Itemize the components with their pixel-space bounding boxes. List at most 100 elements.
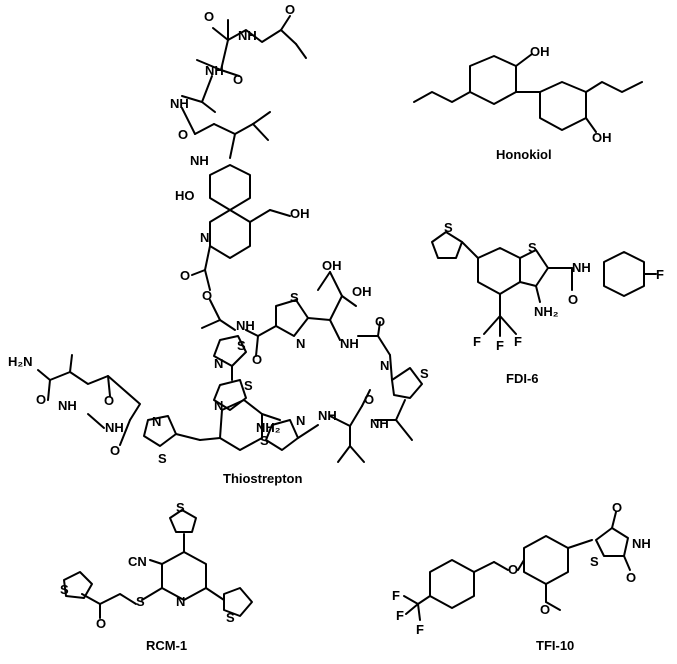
atom-label: N — [214, 398, 223, 413]
ring — [603, 251, 645, 297]
atom-label: OH — [290, 206, 310, 221]
atom-label: F — [656, 267, 664, 282]
ring — [213, 379, 247, 411]
bond — [175, 433, 201, 441]
atom-label: O — [540, 602, 550, 617]
bond — [389, 354, 393, 381]
ring — [209, 209, 251, 259]
bond — [377, 321, 381, 337]
bond — [201, 75, 213, 103]
bond — [269, 209, 291, 217]
atom-label: N — [152, 414, 161, 429]
bond — [611, 511, 617, 529]
bond — [220, 69, 240, 77]
bond — [252, 111, 271, 125]
atom-label: N — [176, 594, 185, 609]
bond — [252, 123, 269, 141]
atom-label: S — [420, 366, 429, 381]
bond — [297, 424, 319, 439]
ring — [391, 367, 423, 399]
ring — [209, 164, 251, 211]
ring — [519, 249, 549, 287]
atom-label: O — [626, 570, 636, 585]
atom-label: F — [416, 622, 424, 637]
atom-label: S — [136, 594, 145, 609]
structure-rcm1: S CN N S O S S RCM-1 — [60, 500, 253, 653]
bond — [341, 295, 357, 307]
atom-label: S — [444, 220, 453, 235]
atom-label: NH — [632, 536, 651, 551]
structure-honokiol: OH OH Honokiol — [413, 44, 643, 162]
bond — [329, 271, 343, 297]
bond — [493, 561, 509, 571]
atom-label: NH — [340, 336, 359, 351]
atom-label: O — [104, 393, 114, 408]
atom-label: NH₂ — [534, 304, 559, 319]
atom-label: O — [508, 562, 518, 577]
bond — [141, 587, 163, 601]
atom-label: NH₂ — [256, 420, 281, 435]
bond — [403, 595, 419, 605]
bond — [337, 445, 351, 463]
bond — [196, 59, 222, 71]
bond — [81, 593, 137, 605]
atom-label: S — [60, 582, 69, 597]
structure-fdi6: S S O NH F NH₂ F F F FDI-6 — [431, 220, 664, 386]
atom-label: F — [392, 588, 400, 603]
atom-label: NH — [58, 398, 77, 413]
atom-label: O — [375, 314, 385, 329]
atom-label: N — [296, 336, 305, 351]
atom-label: N — [200, 230, 209, 245]
bond — [515, 53, 533, 67]
bond — [212, 27, 297, 45]
bond — [149, 559, 163, 565]
ring — [265, 419, 299, 451]
bond — [261, 413, 281, 421]
atom-label: N — [214, 356, 223, 371]
compound-name: TFI-10 — [536, 638, 574, 653]
atom-label: F — [496, 338, 504, 353]
atom-label: S — [244, 378, 253, 393]
atom-label: O — [285, 2, 295, 17]
bond — [417, 595, 431, 605]
atom-label: O — [568, 292, 578, 307]
bond — [499, 315, 517, 335]
bond — [249, 209, 271, 223]
bond — [329, 319, 341, 341]
atom-label: OH — [592, 130, 612, 145]
bond — [329, 295, 343, 321]
atom-label: F — [473, 334, 481, 349]
atom-label: NH — [370, 416, 389, 431]
bond — [255, 335, 259, 357]
bond — [107, 375, 111, 397]
atom-label: OH — [530, 44, 550, 59]
atom-label: O — [202, 288, 212, 303]
bond — [585, 81, 643, 93]
atom-label: O — [612, 500, 622, 515]
bond — [317, 271, 331, 291]
bond — [181, 107, 196, 135]
bond — [585, 117, 597, 133]
bond — [37, 369, 141, 421]
bond — [191, 269, 206, 276]
ring — [429, 559, 475, 609]
bond — [307, 317, 331, 321]
atom-label: HO — [175, 188, 195, 203]
compound-name: RCM-1 — [146, 638, 187, 653]
bond — [257, 325, 277, 337]
atom-label: O — [178, 127, 188, 142]
atom-label: O — [252, 352, 262, 367]
atom-label: O — [180, 268, 190, 283]
compound-name: FDI-6 — [506, 371, 539, 386]
bond — [545, 601, 561, 611]
atom-label: NH — [318, 408, 337, 423]
bond — [567, 539, 593, 549]
ring — [431, 231, 463, 259]
bond — [69, 354, 73, 373]
atom-label: NH — [190, 153, 209, 168]
bond — [204, 245, 211, 271]
ring — [161, 551, 207, 601]
bond — [395, 399, 406, 421]
atom-label: OH — [322, 258, 342, 273]
